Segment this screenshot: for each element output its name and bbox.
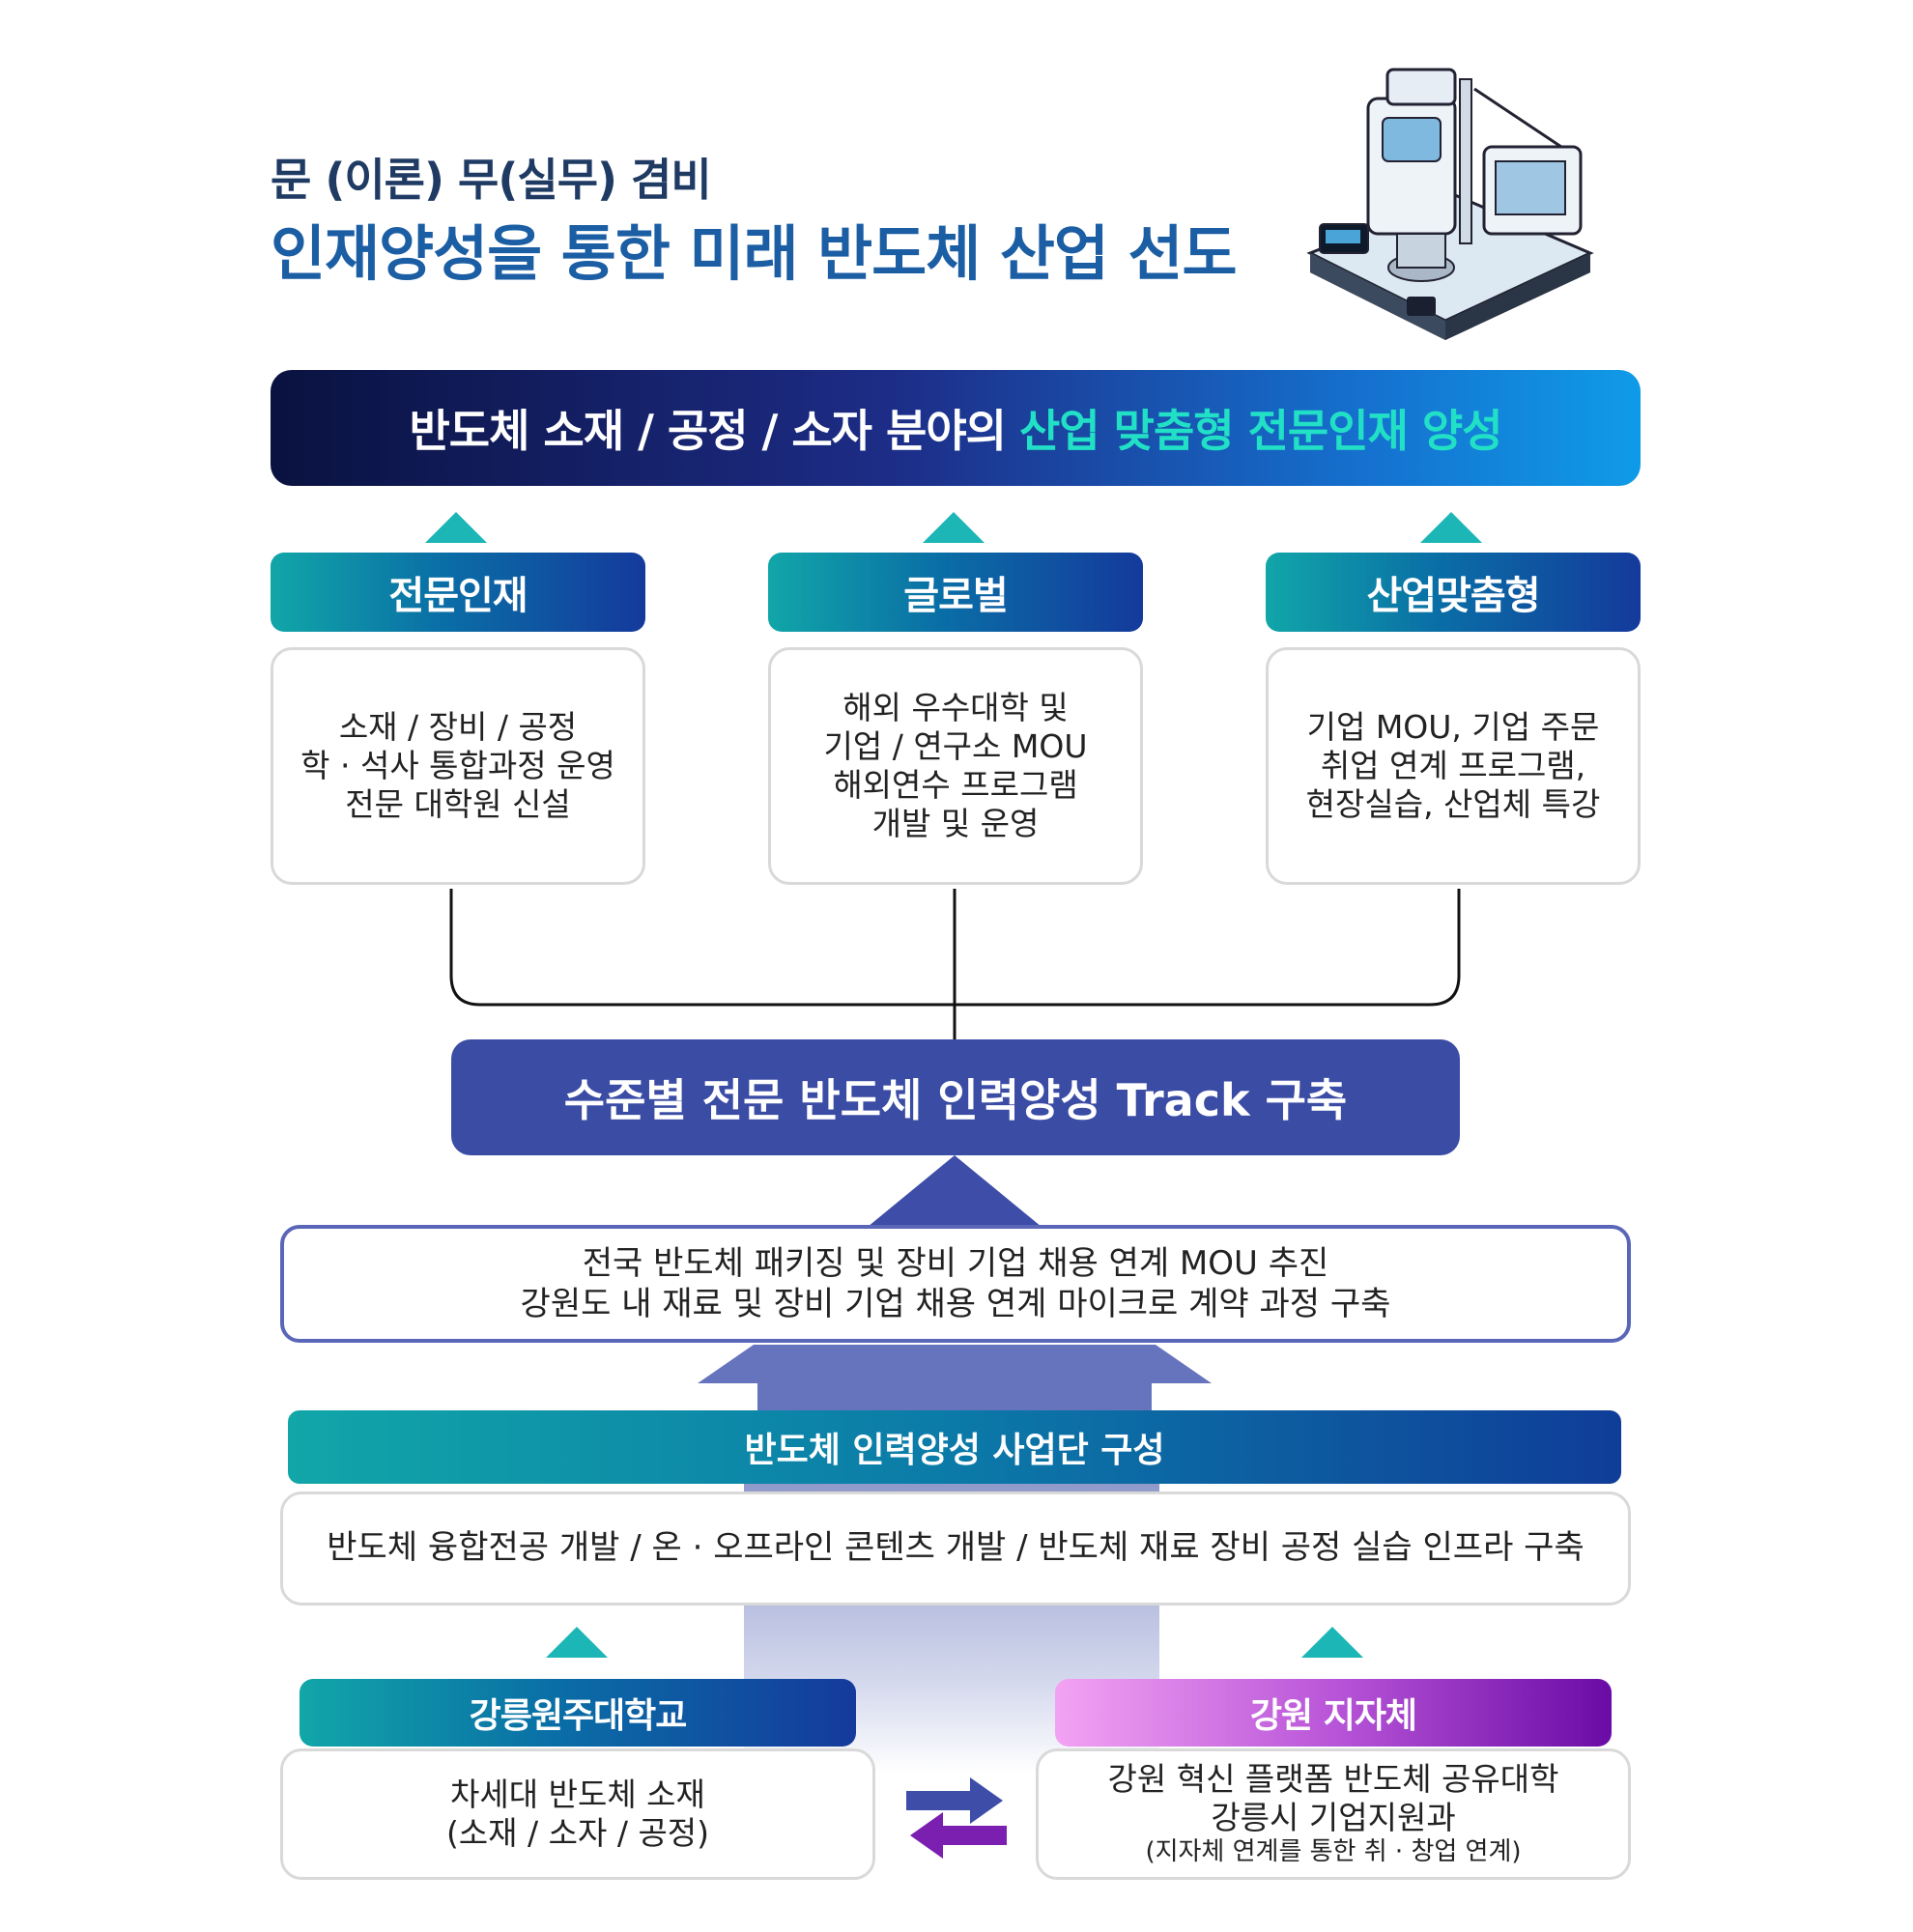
university-box: 차세대 반도체 소재 (소재 / 소자 / 공정): [280, 1748, 875, 1880]
up-arrow-icon: [425, 512, 487, 543]
pillar-header-industry: 산업맞춤형: [1266, 553, 1641, 632]
pillar-title: 글로벌: [903, 574, 1008, 618]
pillar-line: 개발 및 운영: [871, 805, 1040, 843]
pillar-line: 해외 우수대학 및: [842, 688, 1069, 726]
pillar-box-industry: 기업 MOU, 기업 주문 취업 연계 프로그램, 현장실습, 산업체 특강: [1266, 647, 1641, 885]
goal-banner-highlight: 산업 맞춤형 전문인재 양성: [1018, 405, 1503, 457]
page-subtitle: 문 (이론) 무(실무) 겸비: [271, 154, 712, 206]
government-note: (지자체 연계를 통한 취 · 창업 연계): [1145, 1837, 1522, 1867]
pillar-box-specialist: 소재 / 장비 / 공정 학 · 석사 통합과정 운영 전문 대학원 신설: [271, 647, 645, 885]
pillar-line: 기업 MOU, 기업 주문: [1306, 707, 1600, 746]
swap-arrows-icon: [906, 1777, 1007, 1859]
university-line: (소재 / 소자 / 공정): [445, 1814, 710, 1852]
university-header: 강릉원주대학교: [300, 1679, 856, 1747]
mou-line: 전국 반도체 패키징 및 장비 기업 채용 연계 MOU 추진: [582, 1243, 1329, 1283]
arrow-head-track: [868, 1155, 1042, 1227]
pillar-title: 전문인재: [388, 574, 528, 618]
pillar-header-specialist: 전문인재: [271, 553, 645, 632]
pillar-title: 산업맞춤형: [1366, 574, 1541, 618]
up-arrow-icon: [1301, 1627, 1363, 1658]
goal-banner: 반도체 소재 / 공정 / 소자 분야의 산업 맞춤형 전문인재 양성: [271, 370, 1641, 486]
university-title: 강릉원주대학교: [469, 1696, 688, 1736]
pillar-header-global: 글로벌: [768, 553, 1143, 632]
track-text: 수준별 전문 반도체 인력양성 Track 구축: [563, 1074, 1348, 1126]
track-banner: 수준별 전문 반도체 인력양성 Track 구축: [451, 1039, 1460, 1155]
semiconductor-equipment-illustration: [1306, 68, 1594, 340]
university-line: 차세대 반도체 소재: [450, 1775, 705, 1813]
government-box: 강원 혁신 플랫폼 반도체 공유대학 강릉시 기업지원과 (지자체 연계를 통한…: [1036, 1748, 1631, 1880]
government-header: 강원 지자체: [1055, 1679, 1612, 1747]
business-box: 반도체 융합전공 개발 / 온 · 오프라인 콘텐츠 개발 / 반도체 재료 장…: [280, 1492, 1631, 1605]
pillar-line: 전문 대학원 신설: [345, 785, 571, 824]
pillar-line: 학 · 석사 통합과정 운영: [300, 746, 615, 784]
up-arrow-icon: [1420, 512, 1482, 543]
up-arrow-icon: [546, 1627, 608, 1658]
page-title: 인재양성을 통한 미래 반도체 산업 선도: [271, 218, 1238, 289]
goal-banner-text: 반도체 소재 / 공정 / 소자 분야의: [409, 405, 1007, 457]
pillar-box-global: 해외 우수대학 및 기업 / 연구소 MOU 해외연수 프로그램 개발 및 운영: [768, 647, 1143, 885]
pillar-line: 기업 / 연구소 MOU: [823, 726, 1088, 765]
up-arrow-icon: [923, 512, 985, 543]
government-title: 강원 지자체: [1249, 1696, 1417, 1736]
pillar-line: 소재 / 장비 / 공정: [338, 707, 578, 746]
mou-line: 강원도 내 재료 및 장비 기업 채용 연계 마이크로 계약 과정 구축: [520, 1285, 1391, 1323]
government-line: 강릉시 기업지원과: [1211, 1799, 1456, 1837]
arrow-head-mou: [698, 1345, 1212, 1383]
pillar-line: 취업 연계 프로그램,: [1320, 746, 1586, 784]
business-text: 반도체 융합전공 개발 / 온 · 오프라인 콘텐츠 개발 / 반도체 재료 장…: [327, 1528, 1585, 1568]
government-line: 강원 혁신 플랫폼 반도체 공유대학: [1107, 1759, 1559, 1798]
pillar-line: 현장실습, 산업체 특강: [1305, 785, 1601, 824]
business-group-header: 반도체 인력양성 사업단 구성: [288, 1410, 1621, 1484]
business-title: 반도체 인력양성 사업단 구성: [744, 1431, 1165, 1470]
mou-box: 전국 반도체 패키징 및 장비 기업 채용 연계 MOU 추진 강원도 내 재료…: [280, 1225, 1631, 1343]
connector-lines: [449, 889, 1461, 1039]
pillar-line: 해외연수 프로그램: [833, 766, 1078, 804]
